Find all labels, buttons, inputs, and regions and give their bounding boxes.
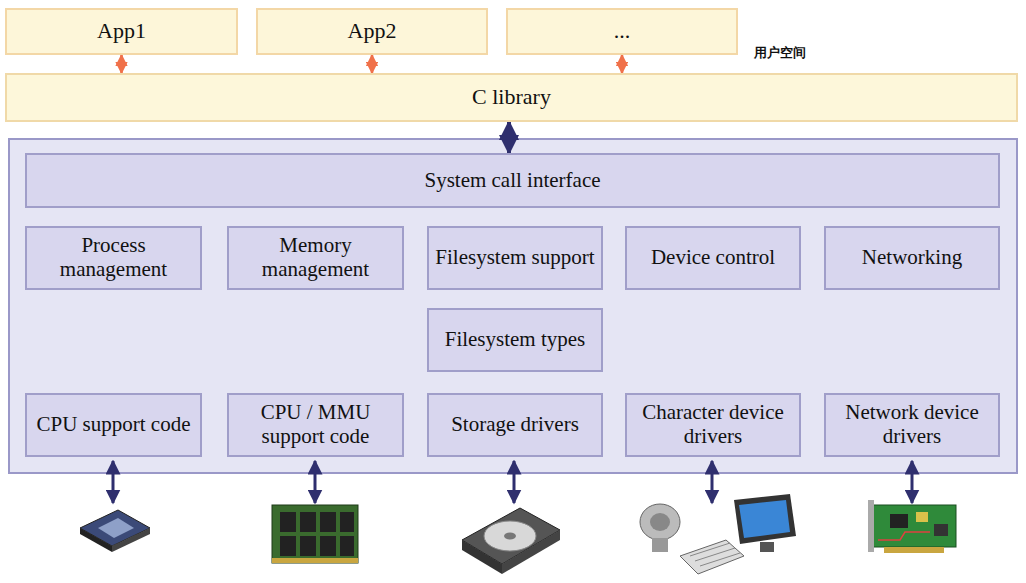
box-text: Storage drivers — [451, 413, 579, 437]
syscall-band: System call interface — [25, 153, 1000, 208]
box-text: C library — [472, 85, 551, 110]
box-text: Device control — [651, 246, 775, 270]
peripherals-icon — [640, 494, 796, 574]
box-text: CPU support code — [37, 413, 191, 437]
connector-arrow — [120, 55, 123, 73]
box-text: ... — [614, 19, 631, 44]
kernel-box: CPU support code — [25, 393, 202, 457]
kernel-box: Process management — [25, 226, 202, 290]
kernel-box: Filesystem support — [427, 226, 603, 290]
box-text: App2 — [348, 19, 397, 44]
memory-icon — [272, 505, 358, 563]
network-card-icon — [868, 500, 956, 553]
connector-arrow — [621, 55, 624, 73]
kernel-box: Memory management — [227, 226, 404, 290]
kernel-box: Networking — [824, 226, 1000, 290]
box-text: Memory management — [233, 234, 398, 281]
kernel-box: CPU / MMU support code — [227, 393, 404, 457]
disk-icon — [462, 508, 560, 574]
app-box: App2 — [256, 8, 488, 55]
library-band: C library — [5, 73, 1018, 122]
box-text: Filesystem types — [445, 328, 586, 352]
kernel-box: Network device drivers — [824, 393, 1000, 457]
connector-arrow — [507, 122, 511, 153]
app-box: App1 — [5, 8, 238, 55]
box-text: App1 — [97, 19, 146, 44]
box-text: CPU / MMU support code — [233, 401, 398, 448]
box-text: Process management — [31, 234, 196, 281]
app-box: ... — [506, 8, 738, 55]
kernel-box: Character device drivers — [625, 393, 801, 457]
connector-arrow — [371, 55, 374, 73]
kernel-box: Storage drivers — [427, 393, 603, 457]
box-text: Networking — [862, 246, 962, 270]
kernel-box: Device control — [625, 226, 801, 290]
region-label: 用户空间 — [754, 44, 806, 62]
kernel-box: Filesystem types — [427, 308, 603, 372]
box-text: Network device drivers — [830, 401, 994, 448]
box-text: Filesystem support — [435, 246, 594, 270]
box-text: System call interface — [424, 169, 600, 193]
box-text: Character device drivers — [631, 401, 795, 448]
cpu-icon — [80, 510, 150, 552]
